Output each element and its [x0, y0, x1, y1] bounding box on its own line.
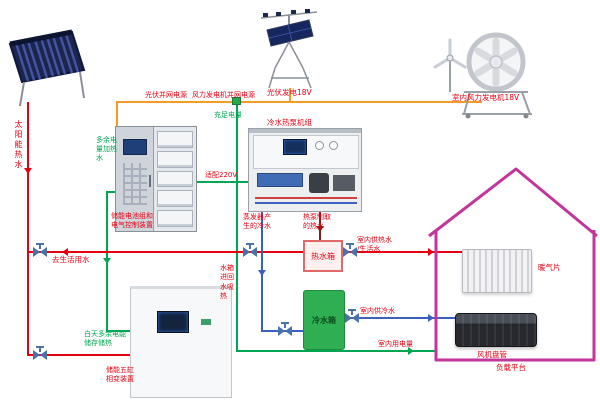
battery-cabinet-label: 储能电池组和 电气控制装置: [111, 212, 153, 229]
cabinet-screen: [123, 139, 147, 155]
heat-pump-label: 冷水热泵机组: [267, 118, 312, 127]
day-surplus-label: 白天多余电能 储存储热: [84, 330, 126, 347]
wind-generator: [433, 32, 532, 119]
valve: [33, 242, 47, 257]
flow-arrow: [62, 248, 68, 256]
battery-module: [157, 170, 193, 188]
hot-tank-label: 热水箱: [311, 251, 335, 261]
indoor-power-label: 室内用电量: [378, 340, 413, 348]
battery-shelves: [154, 127, 196, 231]
electric-main-line: [236, 101, 238, 352]
cold-pipe: [255, 202, 357, 204]
pv-tracker: [260, 9, 318, 89]
gauge: [329, 141, 338, 150]
phase-change-storage-cabinet: [130, 286, 232, 398]
wind-grid-label: 风力发电机并网电源: [192, 91, 255, 99]
load-platform-label: 负载平台: [496, 363, 526, 372]
indicator-grid: [123, 163, 147, 205]
flow-arrow: [103, 258, 111, 264]
compressor: [309, 173, 329, 193]
indoor-cold-label: 室内供冷水: [360, 307, 395, 315]
flow-arrow: [428, 248, 434, 256]
solar-collector: [8, 29, 86, 107]
charge-label: 充足电量: [214, 111, 242, 119]
tank-return-label: 水箱进回水吸热: [220, 264, 234, 301]
battery-module: [157, 150, 193, 168]
valve: [278, 321, 292, 336]
house-outline: [428, 167, 598, 362]
pcm-logo: [201, 319, 211, 325]
cold-water-tank: 冷水箱: [303, 290, 345, 350]
hot-water-tank: 热水箱: [303, 240, 343, 272]
surplus-heat-label: 多余电量加热水: [96, 136, 117, 162]
indoor-hot-line: [343, 251, 462, 253]
hot-pipe: [255, 197, 357, 199]
radiator-unit: [462, 249, 532, 293]
solar-pcm-line: [27, 354, 130, 356]
electric-pcm-line-h1: [107, 191, 115, 193]
fan-coil-unit: [455, 313, 537, 347]
pcm-screen: [157, 311, 189, 333]
valve: [345, 308, 359, 323]
evaporator: [333, 175, 355, 191]
flow-arrow: [24, 168, 32, 174]
evap-cold-label: 蒸发器产生的冷水: [243, 213, 271, 230]
electric-pcm-line-h2: [106, 330, 130, 332]
pump-module: [257, 173, 303, 187]
hp-hot-label: 热泵制取 的热水: [303, 213, 331, 230]
radiator-label: 暖气片: [538, 263, 561, 272]
valve: [343, 242, 357, 257]
domestic-water-label: 去生活用水: [52, 255, 90, 264]
power-bus-line: [116, 101, 482, 103]
fan-coil-label: 风机盘管: [477, 350, 507, 359]
bench-rail: [249, 129, 361, 133]
valve: [243, 242, 257, 257]
indoor-hot-label: 室内供热水 /生活水: [357, 236, 392, 253]
battery-module: [157, 210, 193, 227]
flow-arrow: [258, 270, 266, 276]
monitor-screen: [283, 139, 307, 155]
adapt-220v-label: 适配220V: [205, 171, 238, 179]
flow-arrow: [408, 347, 414, 355]
solar-hot-line: [27, 102, 29, 356]
cabinet-door: [116, 127, 154, 231]
junction-box: [232, 97, 241, 105]
pv-gen-label: 光伏发电18V: [267, 88, 312, 97]
pv-grid-label: 光伏并网电源: [145, 91, 187, 99]
electric-house-line: [236, 350, 437, 352]
domestic-hot-line: [27, 251, 303, 253]
valve: [33, 345, 47, 360]
indoor-cold-line: [345, 317, 457, 319]
battery-control-cabinet: [115, 126, 197, 232]
cabinet-handle: [149, 175, 151, 187]
gauge: [315, 141, 324, 150]
cold-tank-label: 冷水箱: [312, 315, 336, 325]
pcm-cabinet-label: 储能五缸 相变装置: [106, 366, 134, 383]
power-drop-pv-line: [289, 88, 291, 101]
electric-heatpump-line: [197, 181, 248, 183]
battery-module: [157, 131, 193, 148]
flow-arrow: [428, 314, 434, 322]
heat-pump-unit: [248, 128, 362, 212]
power-drop-cabinet-line: [116, 101, 118, 126]
flow-arrow: [316, 226, 324, 232]
solar-hot-water-label: 太阳能热水: [14, 120, 23, 170]
wind-gen-label: 室内风力发电机18V: [452, 93, 520, 102]
battery-module: [157, 190, 193, 208]
